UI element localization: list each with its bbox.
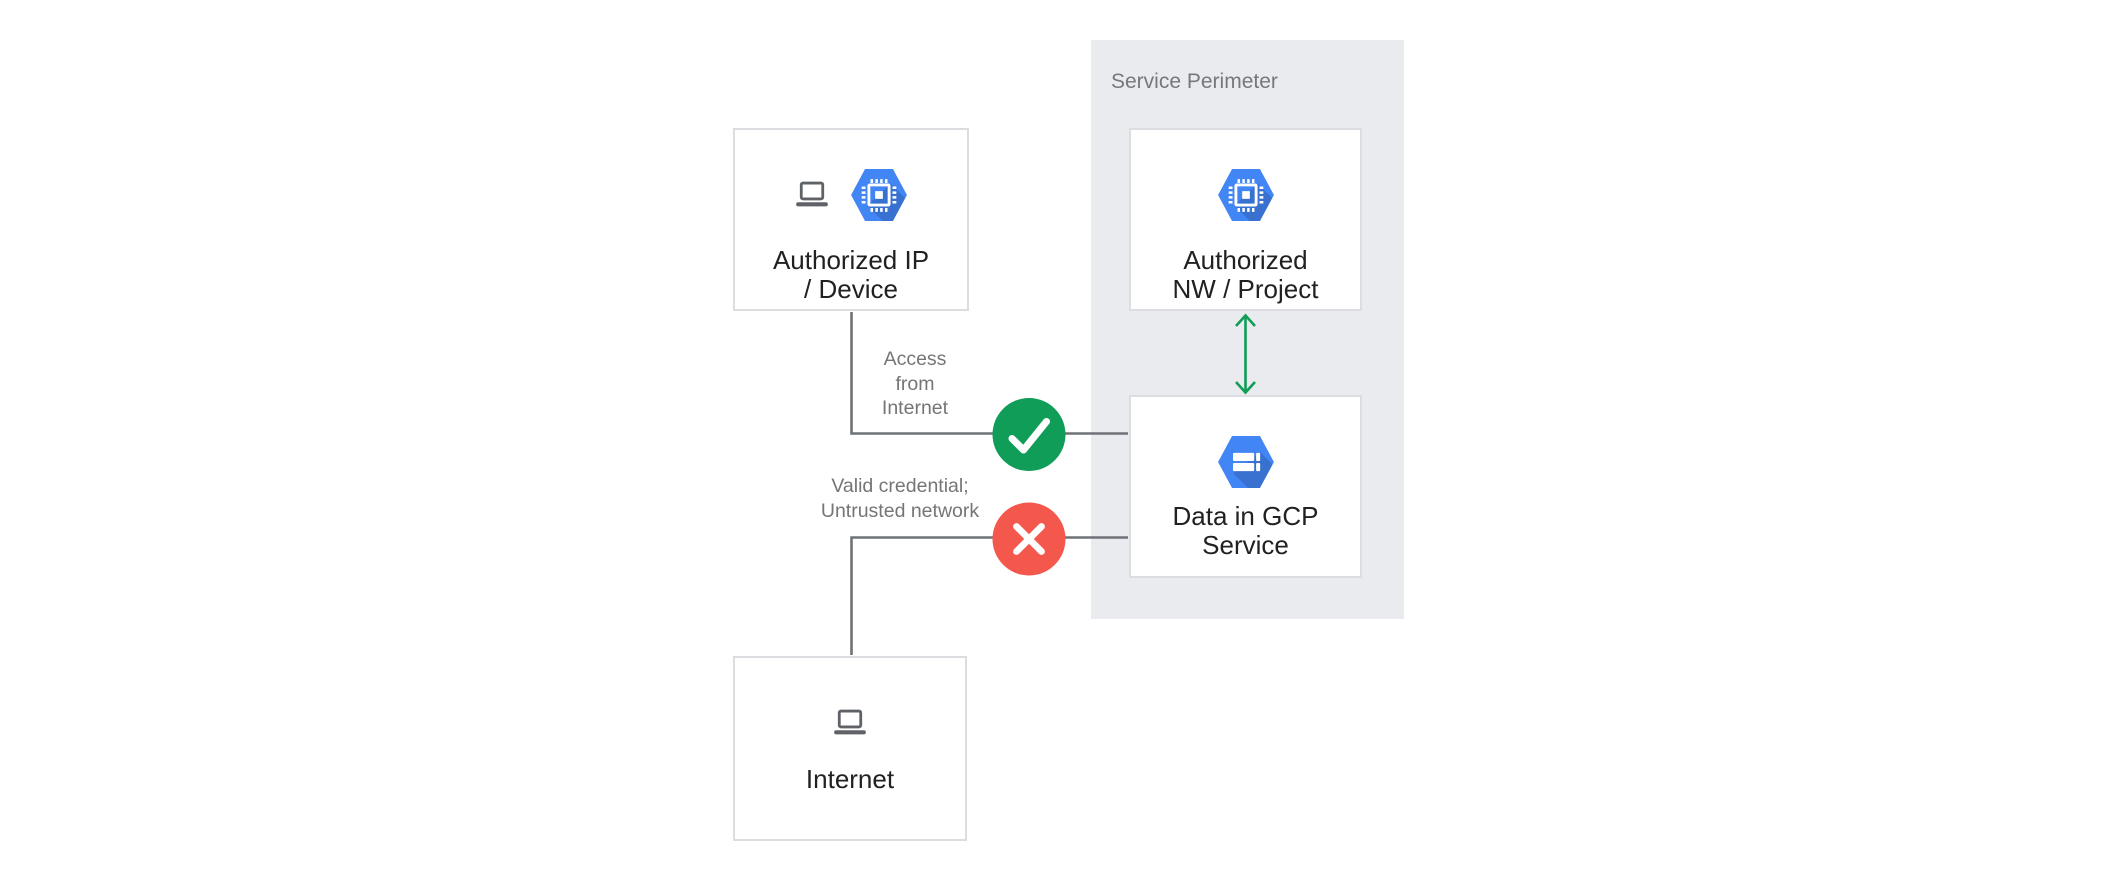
laptop-icon xyxy=(834,709,866,735)
node-authorized-nw-project: Authorized NW / Project xyxy=(1129,128,1362,311)
node-data-in-gcp-service: Data in GCP Service xyxy=(1129,395,1362,578)
connector-label-line: from xyxy=(895,372,935,395)
node-label-line: NW / Project xyxy=(1172,273,1319,304)
connector-denied-label: Valid credential; Untrusted network xyxy=(770,474,1030,523)
connector-label-line: Access xyxy=(883,348,947,370)
connector-allowed-label: Access from Internet xyxy=(845,347,985,421)
compute-chip-hexagon-icon xyxy=(1217,169,1274,221)
connector-label-line: Valid credential; xyxy=(831,475,969,497)
node-icon-row xyxy=(795,167,907,223)
node-internet: Internet xyxy=(733,656,967,841)
node-label: Authorized IP / Device xyxy=(773,246,929,303)
node-label-line: Data in GCP xyxy=(1172,501,1319,531)
node-label: Internet xyxy=(806,765,894,794)
connector-label-line: Untrusted network xyxy=(820,499,980,522)
node-authorized-ip-device: Authorized IP / Device xyxy=(733,128,969,311)
service-perimeter-label: Service Perimeter xyxy=(1111,70,1278,93)
gcp-service-hexagon-icon xyxy=(1217,436,1274,488)
node-label-line: Authorized IP xyxy=(772,245,930,275)
node-icon-row xyxy=(833,695,867,751)
laptop-icon xyxy=(796,181,828,207)
node-icon-row xyxy=(1217,434,1274,490)
node-label-line: Authorized xyxy=(1183,245,1308,275)
compute-chip-hexagon-icon xyxy=(851,169,907,221)
node-label-line: Service xyxy=(1202,529,1289,560)
connector-label-line: Internet xyxy=(881,397,949,419)
node-label-line: Internet xyxy=(805,764,895,794)
connector-denied-line xyxy=(850,536,1128,655)
node-label: Authorized NW / Project xyxy=(1173,246,1319,303)
node-label: Data in GCP Service xyxy=(1173,502,1319,559)
node-icon-row xyxy=(1217,167,1274,223)
node-label-line: / Device xyxy=(804,273,898,304)
check-circle-icon xyxy=(992,398,1066,471)
